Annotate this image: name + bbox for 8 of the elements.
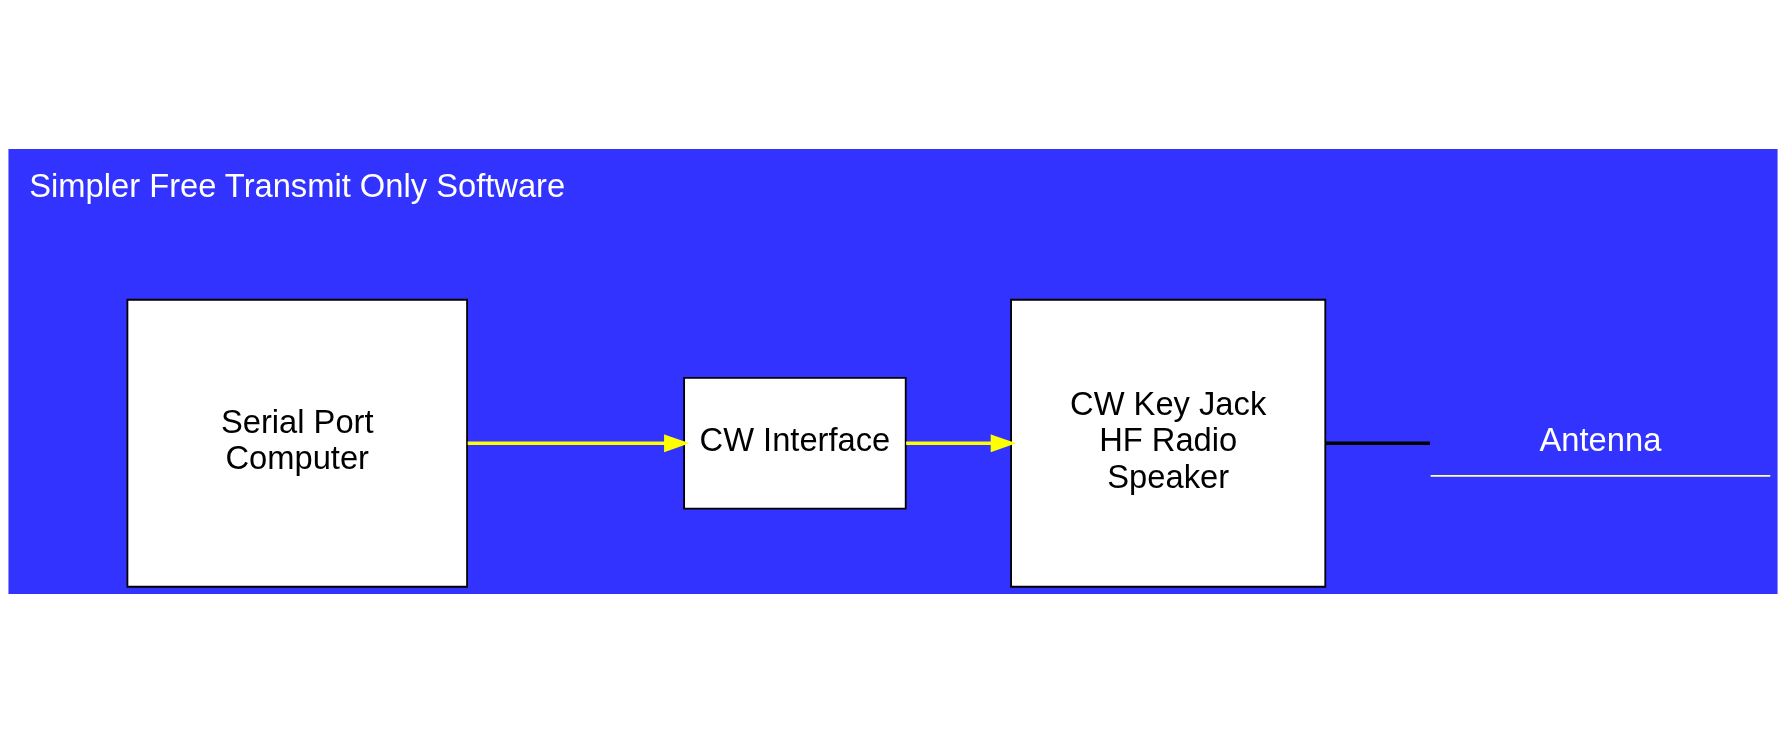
- node-text: Antenna: [1539, 420, 1662, 458]
- node-box: CW Key Jack HF Radio Speaker: [1010, 298, 1327, 588]
- arrow: [467, 433, 690, 452]
- node-box: CW Interface: [683, 376, 907, 510]
- connector: [1325, 440, 1431, 445]
- node-box: Serial Port Computer: [126, 298, 468, 588]
- label: Simpler Free Transmit Only Software: [29, 166, 566, 204]
- arrow: [906, 433, 1017, 452]
